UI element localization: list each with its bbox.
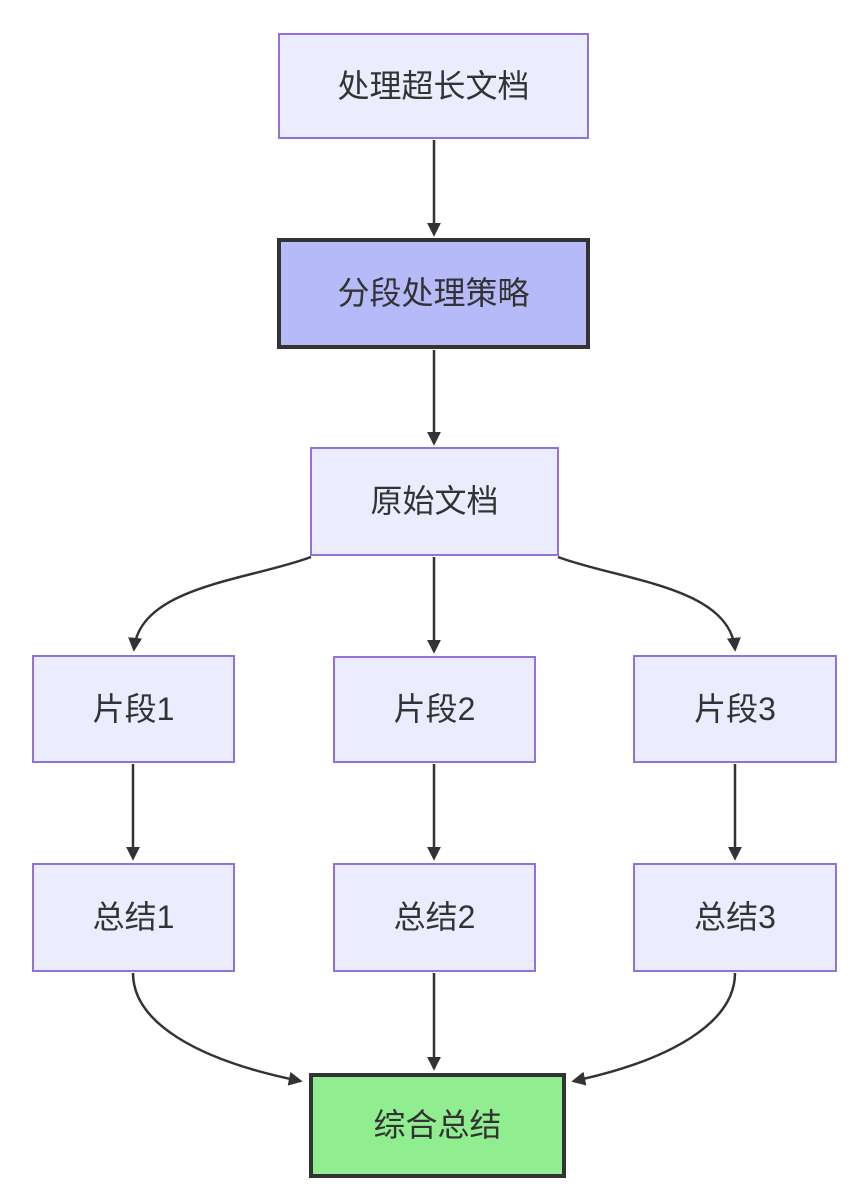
edge-original-to-fragment1: [128, 555, 312, 652]
node-segmentation-strategy: 分段处理策略: [277, 238, 590, 349]
node-fragment-1: 片段1: [32, 655, 235, 763]
node-original-doc: 原始文档: [310, 447, 559, 556]
node-combined-summary: 综合总结: [309, 1073, 566, 1178]
node-fragment-3: 片段3: [633, 655, 837, 763]
node-summary-2: 总结2: [333, 863, 536, 972]
node-fragment-1-label: 片段1: [92, 690, 175, 727]
node-segmentation-strategy-label: 分段处理策略: [337, 275, 530, 312]
node-summary-3: 总结3: [633, 863, 837, 972]
edge-original-to-fragment3: [557, 555, 741, 652]
node-summary-1-label: 总结1: [92, 899, 175, 936]
edge-summary1-to-combined: [131, 972, 303, 1086]
node-fragment-2: 片段2: [333, 656, 536, 763]
node-summary-1: 总结1: [32, 863, 235, 972]
node-combined-summary-label: 综合总结: [373, 1107, 502, 1144]
node-fragment-3-label: 片段3: [694, 690, 776, 727]
edge-summary3-to-combined: [571, 972, 737, 1086]
node-summary-3-label: 总结3: [694, 899, 776, 936]
node-fragment-2-label: 片段2: [393, 691, 476, 728]
node-process-long-doc: 处理超长文档: [278, 33, 589, 139]
node-summary-2-label: 总结2: [393, 899, 476, 936]
node-original-doc-label: 原始文档: [370, 483, 499, 520]
node-process-long-doc-label: 处理超长文档: [337, 67, 530, 104]
